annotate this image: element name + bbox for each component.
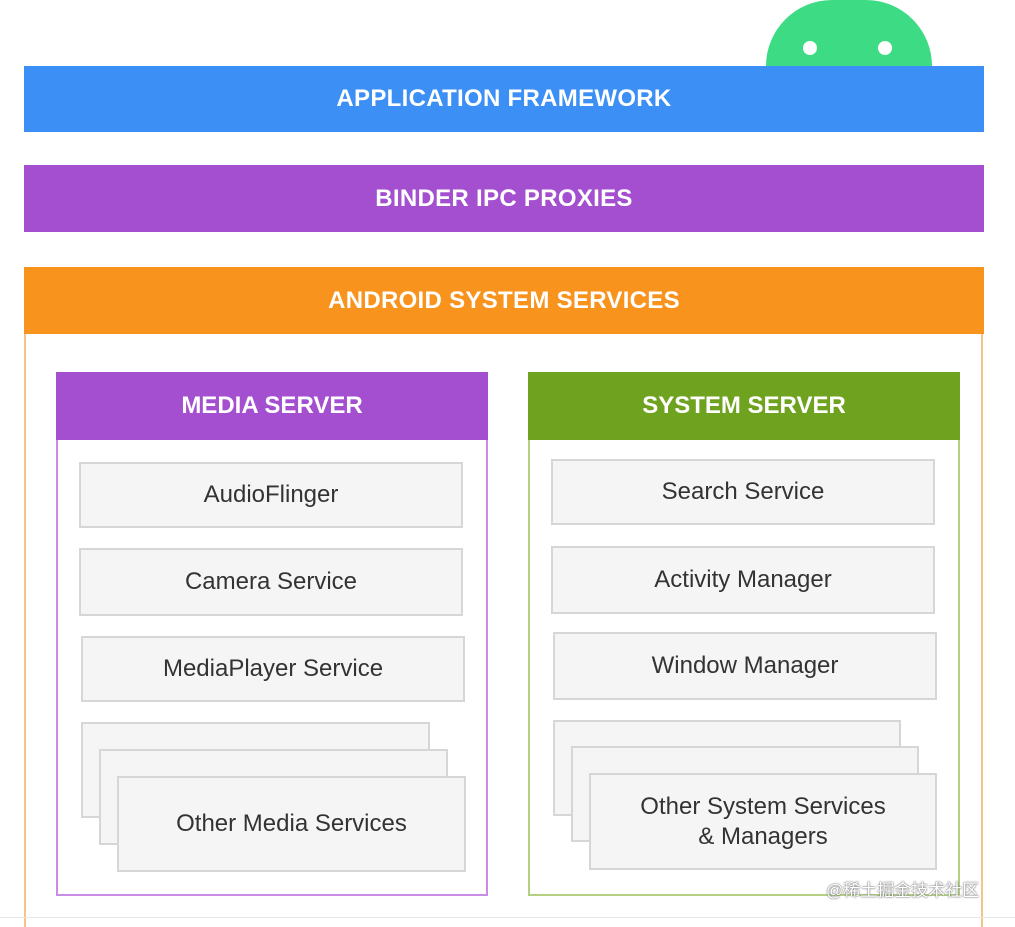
system-server-title: SYSTEM SERVER (642, 392, 846, 419)
service-search: Search Service (551, 459, 935, 525)
other-system-services-managers: Other System Services & Managers (589, 773, 937, 870)
media-server-header: MEDIA SERVER (56, 372, 488, 440)
service-mediaplayer: MediaPlayer Service (81, 636, 465, 702)
watermark: @稀土掘金技术社区 (826, 881, 980, 900)
application-framework-layer: APPLICATION FRAMEWORK (24, 66, 984, 132)
service-label: Window Manager (651, 652, 839, 679)
service-label: Activity Manager (654, 566, 832, 593)
binder-ipc-proxies-layer: BINDER IPC PROXIES (24, 165, 984, 232)
android-system-services-label: ANDROID SYSTEM SERVICES (328, 286, 680, 314)
application-framework-label: APPLICATION FRAMEWORK (336, 85, 672, 112)
android-eye-left (803, 41, 817, 55)
android-eye-right (878, 41, 892, 55)
system-server-header: SYSTEM SERVER (528, 372, 960, 440)
media-server-title: MEDIA SERVER (181, 392, 363, 419)
bottom-divider (0, 917, 1015, 918)
service-label: Other System Services & Managers (640, 792, 886, 850)
other-media-services: Other Media Services (117, 776, 466, 872)
service-label: Other Media Services (176, 810, 407, 837)
service-camera: Camera Service (79, 548, 463, 616)
android-head-icon (766, 0, 932, 66)
service-activity-manager: Activity Manager (551, 546, 935, 614)
service-label: MediaPlayer Service (162, 655, 384, 682)
service-label: Camera Service (184, 568, 358, 595)
android-system-services-layer: ANDROID SYSTEM SERVICES (24, 267, 984, 334)
service-label: AudioFlinger (203, 481, 339, 508)
service-label: Search Service (661, 478, 825, 505)
binder-ipc-proxies-label: BINDER IPC PROXIES (375, 184, 633, 212)
service-audioflinger: AudioFlinger (79, 462, 463, 528)
service-window-manager: Window Manager (553, 632, 937, 700)
